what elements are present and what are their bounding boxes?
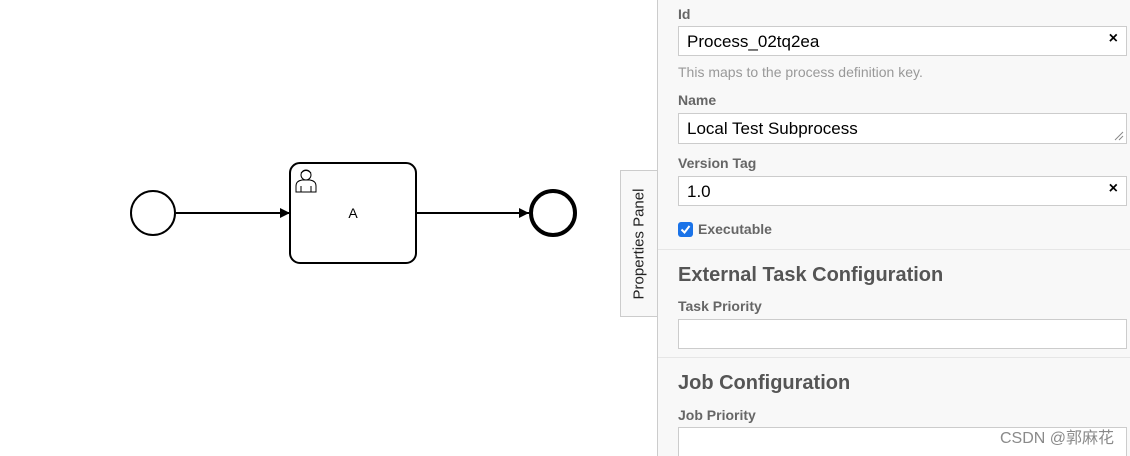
version-tag-input[interactable]: 1.0 × xyxy=(678,176,1127,206)
id-clear-button[interactable]: × xyxy=(1108,30,1118,47)
properties-panel-toggle-label: Properties Panel xyxy=(630,188,648,299)
resize-grip-icon[interactable] xyxy=(1114,131,1124,141)
bpmn-diagram: A xyxy=(130,162,577,264)
watermark: CSDN @郭麻花 xyxy=(999,430,1114,447)
executable-checkbox[interactable] xyxy=(678,222,693,237)
id-label: Id xyxy=(678,6,691,22)
external-task-config-title: External Task Configuration xyxy=(678,264,944,286)
executable-row[interactable]: Executable xyxy=(678,220,772,237)
id-hint: This maps to the process definition key. xyxy=(678,64,923,80)
properties-panel-toggle[interactable]: Properties Panel xyxy=(620,170,657,317)
checkmark-icon xyxy=(680,225,691,235)
version-tag-input-value: 1.0 xyxy=(687,182,711,201)
user-icon xyxy=(295,169,317,193)
job-priority-label: Job Priority xyxy=(678,407,756,423)
task-label: A xyxy=(348,205,358,221)
name-label: Name xyxy=(678,92,717,108)
task-priority-input[interactable] xyxy=(678,319,1127,349)
id-input[interactable]: Process_02tq2ea × xyxy=(678,26,1127,56)
name-textarea[interactable]: Local Test Subprocess xyxy=(678,113,1127,144)
id-input-value: Process_02tq2ea xyxy=(687,32,820,51)
group-divider xyxy=(658,249,1130,250)
group-divider xyxy=(658,357,1130,358)
name-textarea-value: Local Test Subprocess xyxy=(687,119,858,138)
job-priority-input[interactable] xyxy=(678,427,1127,456)
start-event[interactable] xyxy=(130,190,176,236)
task-priority-label: Task Priority xyxy=(678,298,762,314)
job-config-title: Job Configuration xyxy=(678,372,851,394)
executable-label: Executable xyxy=(698,220,772,237)
end-event[interactable] xyxy=(529,189,577,237)
version-tag-label: Version Tag xyxy=(678,155,757,171)
properties-panel: Id Process_02tq2ea × This maps to the pr… xyxy=(657,0,1130,456)
bpmn-canvas[interactable]: A xyxy=(0,0,620,456)
version-tag-clear-button[interactable]: × xyxy=(1108,180,1118,197)
user-task[interactable]: A xyxy=(289,162,417,264)
